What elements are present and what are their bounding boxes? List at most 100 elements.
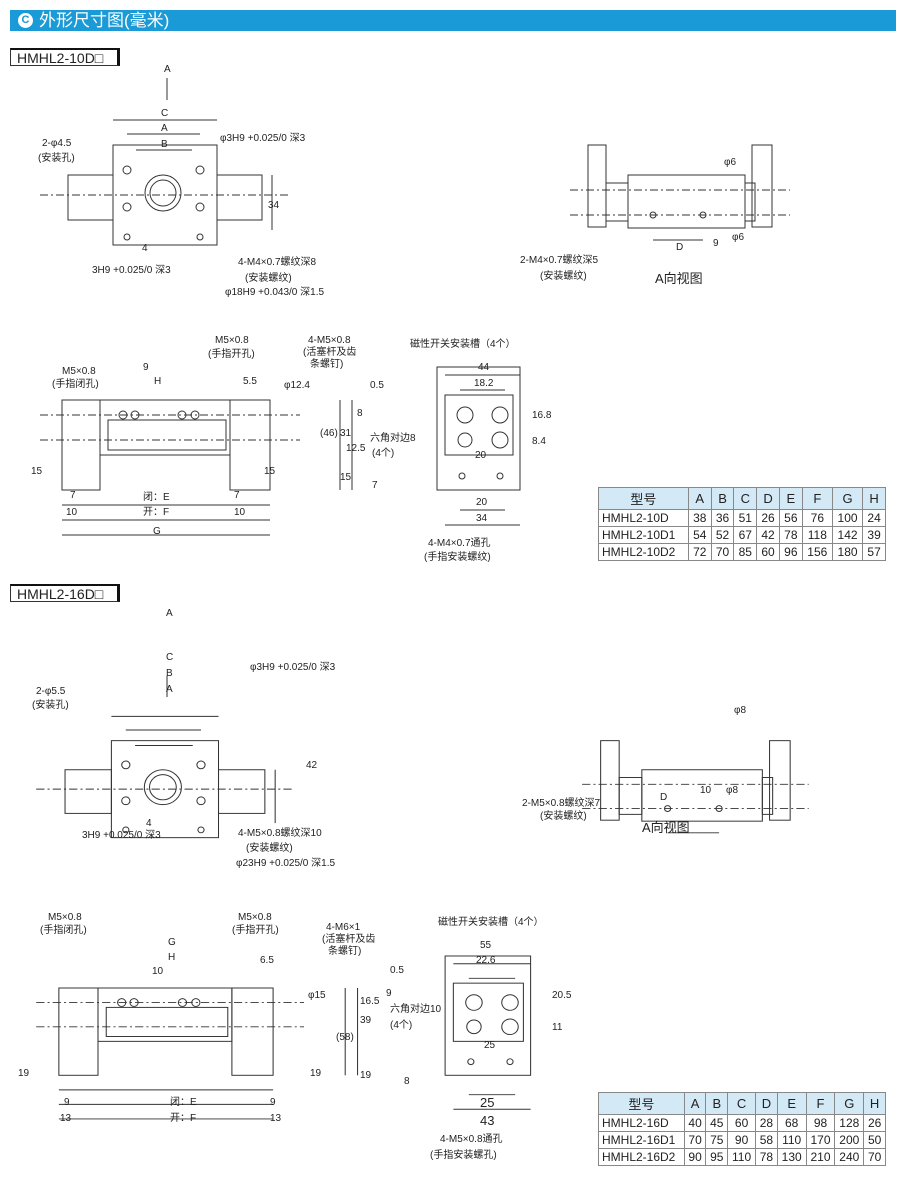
cell: 24 xyxy=(862,509,886,527)
dim-label: 19 xyxy=(18,1068,30,1079)
col-header: 型号 xyxy=(598,1092,685,1115)
cell: 210 xyxy=(805,1148,836,1166)
dim-label: 4-M4×0.7通孔 xyxy=(428,538,491,549)
dim-label: (活塞杆及齿 xyxy=(303,347,357,358)
col-header: D xyxy=(756,487,780,510)
cell: 240 xyxy=(834,1148,865,1166)
view-title: A向视图 xyxy=(655,271,703,286)
dim-label: 3H9 +0.025/0 深3 xyxy=(92,265,171,276)
dim-label: 9 xyxy=(270,1097,276,1108)
dim-label: φ23H9 +0.025/0 深1.5 xyxy=(236,858,336,869)
col-header: C xyxy=(733,487,758,510)
cell: 90 xyxy=(683,1148,707,1166)
dim-label: (58) xyxy=(336,1032,354,1043)
dim-label: A xyxy=(164,64,171,75)
dim-label: 闭：E xyxy=(170,1097,197,1108)
dim-label: C xyxy=(161,108,169,119)
dim-label: 5.5 xyxy=(243,376,257,387)
cell: 170 xyxy=(805,1131,836,1149)
cell: 142 xyxy=(831,526,864,544)
model-tag-10d: HMHL2-10D□ xyxy=(10,48,120,66)
section-c-icon: C xyxy=(18,13,33,28)
dim-label: φ6 xyxy=(724,157,737,168)
dim-label: 8 xyxy=(357,408,363,419)
col-header: E xyxy=(778,487,803,510)
col-header: G xyxy=(834,1092,865,1115)
dim-label: 10 xyxy=(152,966,164,977)
dim-label: 44 xyxy=(478,362,490,373)
cell: 57 xyxy=(862,543,886,561)
cell: 56 xyxy=(778,509,803,527)
dim-label: (安装螺纹) xyxy=(540,271,587,282)
dim-label: 43 xyxy=(480,1113,495,1128)
dim-label: 34 xyxy=(268,200,280,211)
dim-label: 6.5 xyxy=(260,955,274,966)
col-header: B xyxy=(705,1092,729,1115)
dim-label: 开：F xyxy=(170,1113,197,1124)
cell: 100 xyxy=(831,509,864,527)
cell: 39 xyxy=(862,526,886,544)
dim-label: (手指开孔) xyxy=(232,925,279,936)
dim-label: 8.4 xyxy=(532,436,546,447)
dim-label: A xyxy=(166,684,173,695)
dim-label: (4个) xyxy=(390,1020,413,1031)
dim-label: 20.5 xyxy=(552,990,572,1001)
cell: 78 xyxy=(778,526,803,544)
cell: 68 xyxy=(776,1114,807,1132)
dim-label: 4-M5×0.8螺纹深10 xyxy=(238,828,322,839)
dim-label: 六角对边8 xyxy=(370,433,416,444)
dim-label: (安装孔) xyxy=(38,153,75,164)
cell: 118 xyxy=(801,526,833,544)
dim-label: 2-φ4.5 xyxy=(42,138,72,149)
dim-label: 34 xyxy=(476,513,488,524)
dim-label: 16.5 xyxy=(360,996,380,1007)
dim-label: D xyxy=(676,242,684,253)
dim-label: (手指闭孔) xyxy=(40,925,87,936)
dim-label: 42 xyxy=(306,760,318,771)
cell: 38 xyxy=(687,509,712,527)
dim-label: φ6 xyxy=(732,232,745,243)
dim-label: φ8 xyxy=(734,705,747,716)
cell: 58 xyxy=(755,1131,778,1149)
col-header: 型号 xyxy=(598,487,689,510)
col-header: D xyxy=(755,1092,778,1115)
dim-label: 16.8 xyxy=(532,410,552,421)
cell: 180 xyxy=(831,543,864,561)
col-header: F xyxy=(805,1092,836,1115)
cell: 26 xyxy=(863,1114,886,1132)
dim-label: (安装孔) xyxy=(32,700,69,711)
cell: HMHL2-10D1 xyxy=(598,526,689,544)
dim-label: 31 xyxy=(340,428,352,439)
dim-label: φ15 xyxy=(308,990,326,1001)
dim-label: 条螺钉) xyxy=(328,946,362,957)
dim-label: 10 xyxy=(66,507,78,518)
cell: HMHL2-10D xyxy=(598,509,689,527)
dim-label: 开：F xyxy=(143,507,170,518)
cell: HMHL2-16D2 xyxy=(598,1148,685,1166)
dim-label: H xyxy=(154,376,162,387)
cell: 28 xyxy=(755,1114,778,1132)
dim-label: H xyxy=(168,952,176,963)
dim-label: (4个) xyxy=(372,448,395,459)
cell: 60 xyxy=(727,1114,757,1132)
cell: 110 xyxy=(727,1148,757,1166)
dim-label: 闭：E xyxy=(143,492,170,503)
dim-label: φ18H9 +0.043/0 深1.5 xyxy=(225,287,325,298)
cell: 36 xyxy=(710,509,735,527)
dim-label: φ3H9 +0.025/0 深3 xyxy=(220,133,306,144)
cell: 70 xyxy=(863,1148,886,1166)
dim-label: 20 xyxy=(476,497,488,508)
dim-label: (手指闭孔) xyxy=(52,379,99,390)
cell: 45 xyxy=(705,1114,729,1132)
cell: 85 xyxy=(733,543,758,561)
cell: 76 xyxy=(801,509,833,527)
dim-label: 19 xyxy=(310,1068,322,1079)
cell: 72 xyxy=(687,543,712,561)
cell: 40 xyxy=(683,1114,707,1132)
dim-label: 7 xyxy=(70,490,76,501)
dim-label: (安装螺纹) xyxy=(540,811,587,822)
dim-label: 磁性开关安装槽（4个） xyxy=(410,339,516,350)
